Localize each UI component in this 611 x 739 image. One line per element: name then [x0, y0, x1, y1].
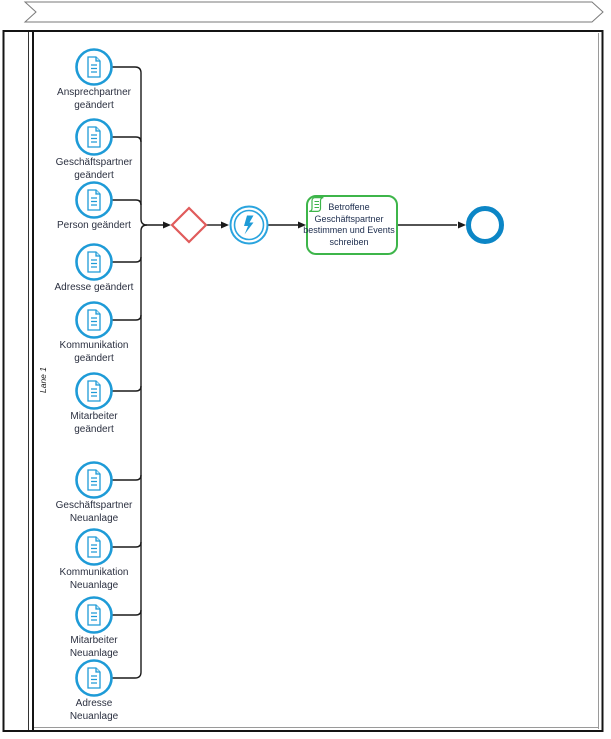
document-icon — [87, 667, 101, 689]
exclusive-gateway[interactable] — [170, 206, 208, 244]
event-label-5: Kommunikation geändert — [59, 340, 129, 364]
document-icon — [87, 536, 101, 558]
event-label-9: Mitarbeiter Neuanlage — [69, 635, 119, 659]
sequence-flow-stub — [112, 385, 142, 392]
document-icon — [87, 251, 101, 273]
event-label-6: Mitarbeiter geändert — [70, 411, 118, 435]
start-event-4[interactable] — [75, 243, 113, 281]
lane-label: Lane 1 — [38, 367, 48, 393]
arrowhead — [163, 221, 171, 229]
start-events — [75, 48, 113, 697]
sequence-flow-stub — [112, 256, 142, 263]
pool-border — [2, 30, 604, 732]
arrowhead — [298, 221, 306, 229]
event-label-10: Adresse Neuanlage — [69, 698, 119, 722]
sequence-flow-stub — [112, 541, 142, 548]
task-label: Betroffene Geschäftspartner bestimmen un… — [303, 202, 395, 247]
start-event-5[interactable] — [75, 301, 113, 339]
arrowheads — [163, 221, 466, 229]
sequence-flows — [112, 66, 457, 679]
sequence-flow-stub — [112, 199, 142, 206]
script-task[interactable] — [306, 195, 398, 255]
event-label-3: Person geändert — [57, 220, 131, 231]
start-event-1[interactable] — [75, 48, 113, 86]
phase-band[interactable] — [23, 1, 604, 23]
event-label-4: Adresse geändert — [54, 282, 134, 293]
lightning-icon — [244, 215, 254, 235]
start-event-9[interactable] — [75, 596, 113, 634]
sequence-flow-stub — [112, 136, 142, 143]
document-icon — [87, 604, 101, 626]
document-icon — [87, 126, 101, 148]
intermediate-catch-event[interactable] — [229, 205, 269, 245]
start-event-3[interactable] — [75, 181, 113, 219]
document-icon — [87, 309, 101, 331]
event-label-1: Ansprechpartner geändert — [57, 87, 131, 111]
document-icon — [87, 189, 101, 211]
document-icon — [87, 380, 101, 402]
arrowhead — [221, 221, 229, 229]
start-event-2[interactable] — [75, 118, 113, 156]
arrowhead — [458, 221, 466, 229]
start-event-10[interactable] — [75, 659, 113, 697]
sequence-flow-bus-lower — [112, 224, 148, 679]
pool — [2, 30, 604, 732]
event-label-2: Geschäftspartner geändert — [55, 157, 133, 181]
start-event-7[interactable] — [75, 461, 113, 499]
event-label-8: Kommunikation Neuanlage — [59, 567, 129, 591]
end-event[interactable] — [466, 206, 504, 244]
document-icon — [87, 56, 101, 78]
sequence-flow-stub — [112, 314, 142, 321]
start-event-8[interactable] — [75, 528, 113, 566]
start-event-6[interactable] — [75, 372, 113, 410]
sequence-flow-stub — [112, 609, 142, 616]
script-icon — [309, 197, 324, 212]
document-icon — [87, 469, 101, 491]
sequence-flow-stub — [112, 474, 142, 481]
event-label-7: Geschäftspartner Neuanlage — [55, 500, 133, 524]
